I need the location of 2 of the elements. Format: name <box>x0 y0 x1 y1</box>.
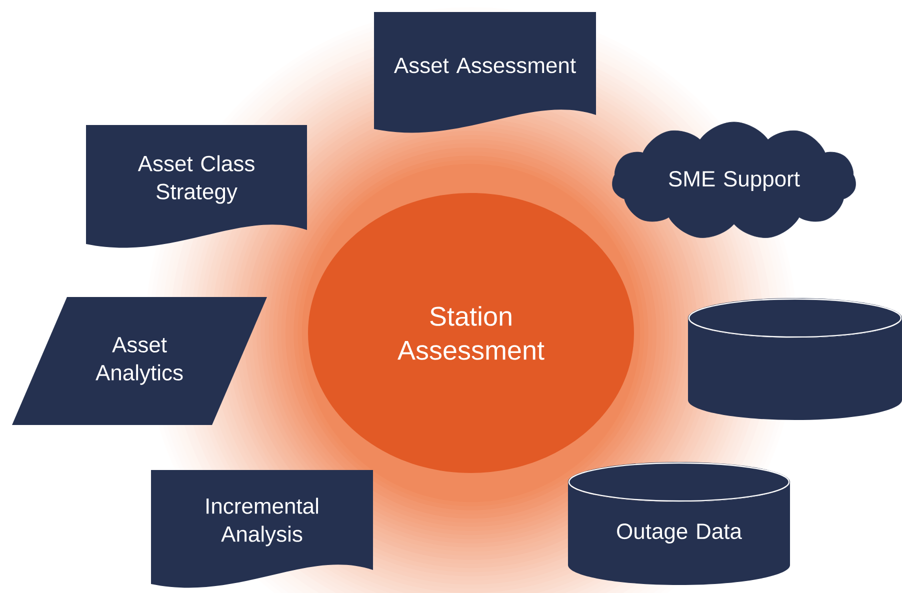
database-cylinder <box>688 298 902 420</box>
database-cylinder: Outage Data <box>568 462 790 585</box>
